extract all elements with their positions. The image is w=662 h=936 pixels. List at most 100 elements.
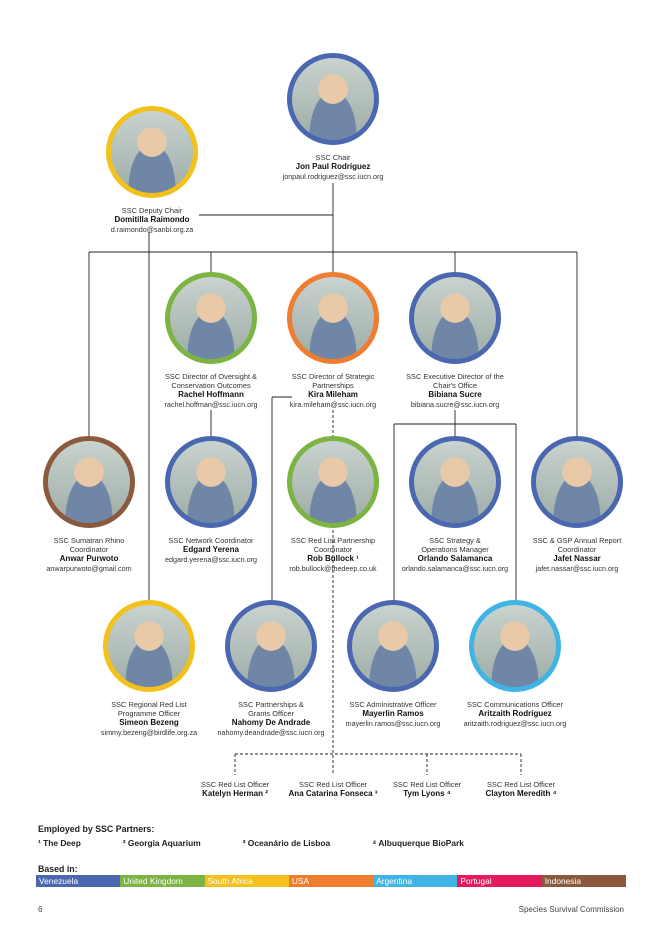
staff-role: SSC & GSP Annual Report Coordinator bbox=[532, 536, 622, 555]
director-photo bbox=[165, 272, 257, 364]
staff-photo bbox=[347, 600, 439, 692]
staff-name: Rob Bullock ¹ bbox=[307, 554, 359, 564]
staff-name: Aritzaith Rodríguez bbox=[478, 709, 552, 719]
staff-name: Edgard Yerena bbox=[183, 545, 239, 555]
staff-role: SSC Administrative Officer bbox=[349, 700, 437, 709]
staff-photo bbox=[287, 436, 379, 528]
director-role: SSC Director of Strategic Partnerships bbox=[291, 372, 375, 391]
partners-heading: Employed by SSC Partners: bbox=[38, 824, 155, 834]
chair-email[interactable]: jonpaul.rodriguez@ssc.iucn.org bbox=[282, 172, 384, 182]
country-swatch: United Kingdom bbox=[120, 875, 205, 887]
staff-email[interactable]: mayerlin.ramos@ssc.iucn.org bbox=[345, 719, 441, 729]
staff-photo bbox=[409, 436, 501, 528]
officer-card: SSC Red List Officer Ana Catarina Fonsec… bbox=[278, 780, 388, 799]
staff-name: Jafet Nassar bbox=[553, 554, 601, 564]
director-email[interactable]: kira.mileham@ssc.iucn.org bbox=[289, 400, 377, 410]
deputy-name: Domitilla Raimondo bbox=[114, 215, 190, 225]
director-card: SSC Director of Strategic Partnerships K… bbox=[263, 272, 403, 410]
country-swatch: Venezuela bbox=[36, 875, 121, 887]
country-swatch: South Africa bbox=[204, 875, 289, 887]
staff-card: SSC & GSP Annual Report Coordinator Jafe… bbox=[507, 436, 647, 574]
officer-role: SSC Red List Officer bbox=[486, 780, 556, 789]
director-photo bbox=[287, 272, 379, 364]
chair-role: SSC Chair bbox=[315, 153, 351, 162]
staff-name: Anwar Purwoto bbox=[59, 554, 119, 564]
staff-card: SSC Partnerships & Grants Officer Nahomy… bbox=[201, 600, 341, 738]
staff-card: SSC Network Coordinator Edgard Yerena ed… bbox=[141, 436, 281, 565]
officer-name: Ana Catarina Fonseca ³ bbox=[288, 789, 378, 799]
director-photo bbox=[409, 272, 501, 364]
staff-role: SSC Red List Partnership Coordinator bbox=[290, 536, 376, 555]
director-name: Kira Mileham bbox=[308, 390, 358, 400]
staff-role: SSC Regional Red List Programme Officer bbox=[111, 700, 187, 719]
officer-name: Katelyn Herman ² bbox=[202, 789, 268, 799]
deputy-email[interactable]: d.raimondo@sanbi.org.za bbox=[110, 225, 194, 235]
staff-email[interactable]: edgard.yerena@ssc.iucn.org bbox=[165, 555, 257, 565]
staff-email[interactable]: rob.bullock@thedeep.co.uk bbox=[289, 564, 377, 574]
country-swatch: USA bbox=[288, 875, 374, 887]
partners-list: ¹ The Deep ² Georgia Aquarium ³ Oceanári… bbox=[38, 838, 506, 848]
staff-email[interactable]: anwarpurwoto@gmail.com bbox=[46, 564, 132, 574]
staff-card: SSC Sumatran Rhino Coordinator Anwar Pur… bbox=[19, 436, 159, 574]
staff-email[interactable]: jafet.nassar@ssc.iucn.org bbox=[535, 564, 619, 574]
chair-card: SSC Chair Jon Paul Rodríguez jonpaul.rod… bbox=[263, 53, 403, 182]
officer-role: SSC Red List Officer bbox=[392, 780, 462, 789]
country-swatch: Portugal bbox=[457, 875, 542, 887]
staff-email[interactable]: nahomy.deandrade@ssc.iucn.org bbox=[217, 728, 325, 738]
country-legend-bar: Venezuela United Kingdom South Africa US… bbox=[36, 875, 626, 887]
director-role: SSC Director of Oversight & Conservation… bbox=[164, 372, 257, 391]
staff-email[interactable]: orlando.salamanca@ssc.iucn.org bbox=[401, 564, 509, 574]
officer-card: SSC Red List Officer Katelyn Herman ² bbox=[180, 780, 290, 799]
country-swatch: Argentina bbox=[373, 875, 458, 887]
partner-item: ² Georgia Aquarium bbox=[122, 838, 201, 848]
staff-role: SSC Sumatran Rhino Coordinator bbox=[53, 536, 125, 555]
partner-item: ⁴ Albuquerque BioPark bbox=[372, 838, 464, 848]
staff-card: SSC Red List Partnership Coordinator Rob… bbox=[263, 436, 403, 574]
staff-photo bbox=[531, 436, 623, 528]
staff-photo bbox=[469, 600, 561, 692]
staff-email[interactable]: simmy.bezeng@birdlife.org.za bbox=[100, 728, 198, 738]
director-role: SSC Executive Director of the Chair's Of… bbox=[406, 372, 504, 391]
staff-photo bbox=[165, 436, 257, 528]
staff-name: Simeon Bezeng bbox=[119, 718, 179, 728]
staff-role: SSC Communications Officer bbox=[467, 700, 563, 709]
footer-org-name: Species Survival Commission bbox=[518, 905, 624, 914]
partners-section: Employed by SSC Partners: ¹ The Deep ² G… bbox=[38, 824, 506, 848]
officer-name: Clayton Meredith ⁴ bbox=[485, 789, 557, 799]
director-card: SSC Executive Director of the Chair's Of… bbox=[385, 272, 525, 410]
staff-name: Mayerlin Ramos bbox=[362, 709, 424, 719]
staff-name: Nahomy De Andrade bbox=[231, 718, 311, 728]
partner-item: ³ Oceanário de Lisboa bbox=[242, 838, 331, 848]
director-email[interactable]: rachel.hoffman@ssc.iucn.org bbox=[164, 400, 258, 410]
staff-card: SSC Strategy & Operations Manager Orland… bbox=[385, 436, 525, 574]
staff-card: SSC Communications Officer Aritzaith Rod… bbox=[445, 600, 585, 729]
staff-email[interactable]: aritzaith.rodriguez@ssc.iucn.org bbox=[463, 719, 567, 729]
director-name: Bibiana Sucre bbox=[428, 390, 482, 400]
deputy-card: SSC Deputy Chair Domitilla Raimondo d.ra… bbox=[82, 106, 222, 235]
country-swatch: Indonesia bbox=[541, 875, 626, 887]
officer-name: Tym Lyons ⁴ bbox=[403, 789, 451, 799]
chair-name: Jon Paul Rodríguez bbox=[295, 162, 371, 172]
staff-name: Orlando Salamanca bbox=[417, 554, 493, 564]
staff-photo bbox=[43, 436, 135, 528]
page-number: 6 bbox=[38, 905, 43, 914]
staff-role: SSC Strategy & Operations Manager bbox=[421, 536, 489, 555]
partner-item: ¹ The Deep bbox=[38, 838, 81, 848]
officer-role: SSC Red List Officer bbox=[200, 780, 270, 789]
director-card: SSC Director of Oversight & Conservation… bbox=[141, 272, 281, 410]
chair-photo bbox=[287, 53, 379, 145]
staff-card: SSC Administrative Officer Mayerlin Ramo… bbox=[323, 600, 463, 729]
based-heading: Based in: bbox=[38, 864, 78, 874]
director-email[interactable]: bibiana.sucre@ssc.iucn.org bbox=[410, 400, 500, 410]
deputy-role: SSC Deputy Chair bbox=[121, 206, 183, 215]
staff-photo bbox=[225, 600, 317, 692]
officer-role: SSC Red List Officer bbox=[298, 780, 368, 789]
staff-role: SSC Network Coordinator bbox=[168, 536, 254, 545]
deputy-photo bbox=[106, 106, 198, 198]
staff-card: SSC Regional Red List Programme Officer … bbox=[79, 600, 219, 738]
staff-role: SSC Partnerships & Grants Officer bbox=[238, 700, 304, 719]
officer-card: SSC Red List Officer Tym Lyons ⁴ bbox=[372, 780, 482, 799]
staff-photo bbox=[103, 600, 195, 692]
officer-card: SSC Red List Officer Clayton Meredith ⁴ bbox=[466, 780, 576, 799]
